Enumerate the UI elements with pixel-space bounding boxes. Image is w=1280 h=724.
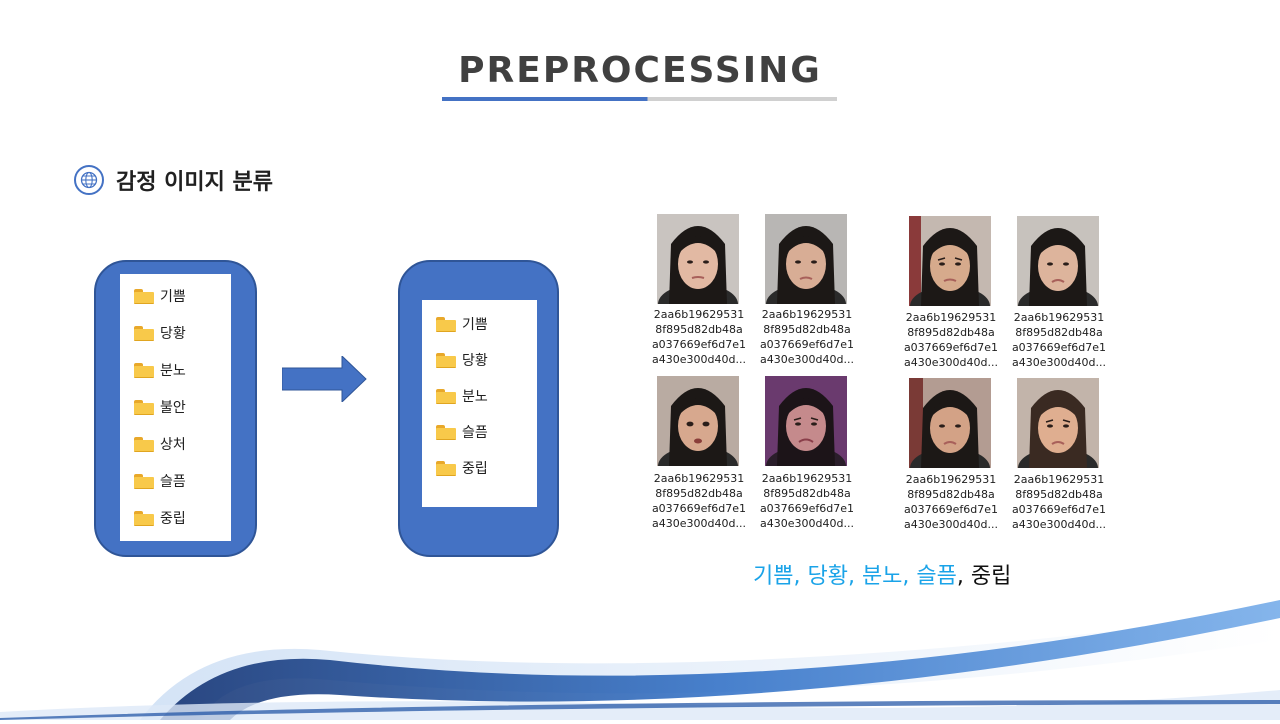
globe-icon [74, 165, 104, 195]
face-thumbnail[interactable] [765, 214, 847, 304]
face-thumbnail[interactable] [909, 378, 991, 468]
face-thumbnail[interactable] [1017, 378, 1099, 468]
right-folder-device: 기쁨 당황 분노 슬픔 중립 [398, 260, 559, 557]
right-folder-list: 기쁨 당황 분노 슬픔 중립 [422, 300, 537, 507]
folder-item[interactable]: 기쁨 [436, 314, 488, 334]
folder-item[interactable]: 슬픔 [134, 471, 186, 491]
emotion-list: 기쁨, 당황, 분노, 슬픔, 중립 [753, 558, 1011, 590]
folder-label: 슬픔 [160, 474, 186, 490]
folder-label: 불안 [160, 400, 186, 416]
page-title: PREPROCESSING [458, 50, 822, 91]
folder-icon [134, 326, 154, 341]
folder-icon [134, 511, 154, 526]
face-thumbnail[interactable] [1017, 216, 1099, 306]
folder-icon [436, 461, 456, 476]
folder-label: 중립 [462, 461, 488, 477]
folder-label: 기쁨 [462, 317, 488, 333]
face-thumbnail[interactable] [909, 216, 991, 306]
folder-label: 중립 [160, 511, 186, 527]
folder-label: 당황 [462, 353, 488, 369]
emotion-word: 분노, [854, 564, 910, 589]
folder-item[interactable]: 상처 [134, 434, 186, 454]
folder-item[interactable]: 슬픔 [436, 422, 488, 442]
folder-label: 분노 [160, 363, 186, 379]
folder-label: 당황 [160, 326, 186, 342]
folder-item[interactable]: 중립 [134, 508, 186, 528]
section-header: 감정 이미지 분류 [74, 162, 273, 198]
folder-item[interactable]: 당황 [134, 323, 186, 343]
face-thumbnail[interactable] [765, 376, 847, 466]
folder-item[interactable]: 당황 [436, 350, 488, 370]
folder-label: 상처 [160, 437, 186, 453]
title-underline [442, 97, 837, 101]
folder-icon [134, 437, 154, 452]
folder-icon [134, 289, 154, 304]
emotion-word: 기쁨, [753, 564, 801, 589]
folder-icon [134, 400, 154, 415]
face-thumbnail[interactable] [657, 376, 739, 466]
folder-item[interactable]: 중립 [436, 458, 488, 478]
folder-icon [436, 317, 456, 332]
emotion-separator: , [956, 564, 964, 589]
left-folder-list: 기쁨 당황 분노 불안 상처 슬픔 중립 [120, 274, 231, 541]
emotion-word: 중립 [963, 564, 1012, 589]
left-folder-device: 기쁨 당황 분노 불안 상처 슬픔 중립 [94, 260, 257, 557]
folder-icon [134, 363, 154, 378]
folder-item[interactable]: 분노 [436, 386, 488, 406]
folder-label: 기쁨 [160, 289, 186, 305]
folder-item[interactable]: 분노 [134, 360, 186, 380]
folder-item[interactable]: 불안 [134, 397, 186, 417]
folder-icon [436, 425, 456, 440]
folder-label: 분노 [462, 389, 488, 405]
arrow-right-icon [281, 354, 368, 406]
folder-item[interactable]: 기쁨 [134, 286, 186, 306]
decorative-wave [0, 600, 1280, 724]
folder-icon [436, 389, 456, 404]
folder-label: 슬픔 [462, 425, 488, 441]
emotion-word: 당황, [800, 564, 855, 589]
face-thumbnail[interactable] [657, 214, 739, 304]
folder-icon [134, 474, 154, 489]
folder-icon [436, 353, 456, 368]
emotion-word: 슬픔 [909, 564, 957, 589]
section-label: 감정 이미지 분류 [116, 170, 273, 195]
